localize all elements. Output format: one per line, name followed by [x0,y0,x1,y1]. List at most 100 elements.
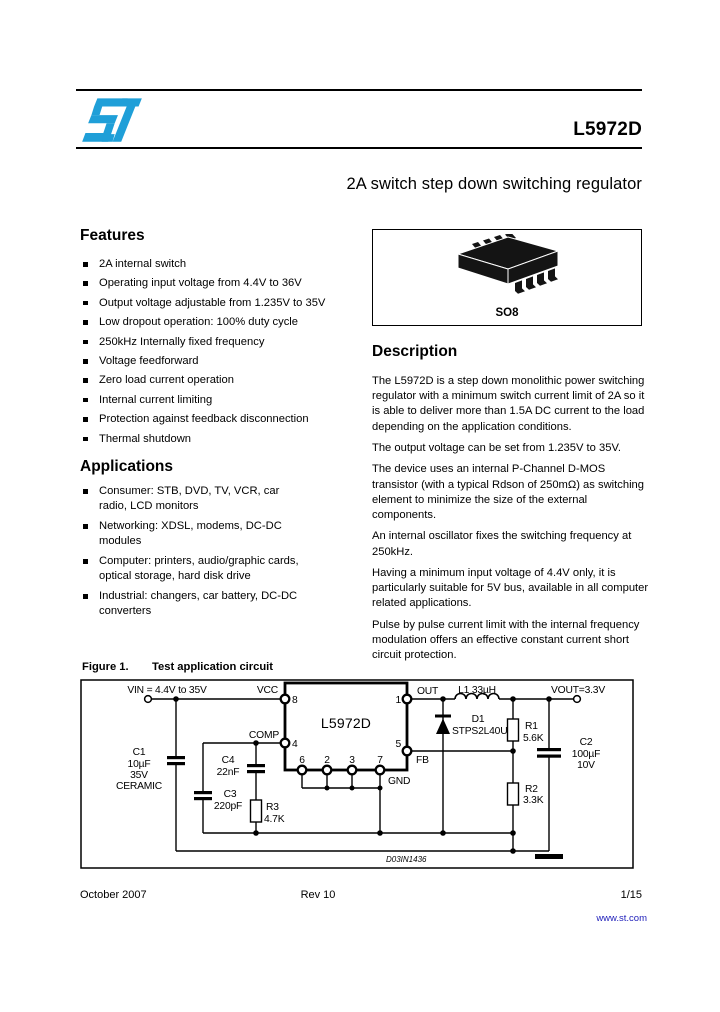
vcc-label: VCC [257,685,279,696]
feature-item: Zero load current operation [80,373,342,388]
c3-label: C3 [224,789,237,800]
features-section: Features 2A internal switch Operating in… [80,227,362,451]
footer-page-number: 1/15 [620,889,642,901]
fb-label: FB [416,755,429,766]
diode-symbol [435,714,451,734]
bullet-square-icon [83,489,88,494]
feature-item: Protection against feedback disconnectio… [80,412,342,427]
pin2-label: 2 [324,755,330,766]
description-paragraph: Pulse by pulse current limit with the in… [372,618,640,662]
features-list: 2A internal switch Operating input volta… [80,257,342,447]
feature-item: Thermal shutdown [80,432,342,447]
pin7-label: 7 [377,755,383,766]
d1-label: D1 [472,714,485,725]
description-heading: Description [372,343,458,360]
st-logo [82,98,142,142]
pin3-label: 3 [349,755,355,766]
feature-item: 250kHz Internally fixed frequency [80,335,342,350]
r3-label: R3 [266,802,279,813]
r2-value-label: 3.3K [523,795,544,806]
features-heading: Features [80,227,145,244]
pin5-label: 5 [395,739,401,750]
chip-name-label: L5972D [321,715,371,731]
chip-outline [283,681,409,772]
feature-item: Low dropout operation: 100% duty cycle [80,315,342,330]
test-application-circuit: VIN = 4.4V to 35V VCC COMP 8 4 1 5 6 2 3… [80,679,634,869]
pin4-label: 4 [292,739,298,750]
feature-item: 2A internal switch [80,257,342,272]
resistor-symbols [249,718,520,823]
c2-voltage-label: 10V [577,760,595,771]
application-item: Consumer: STB, DVD, TV, VCR, car radio, … [80,484,307,514]
so8-body [456,234,560,294]
package-name-label: SO8 [495,307,519,319]
figure-frame [80,679,634,869]
c1-value-label: 10µF [128,759,151,770]
c1-label: C1 [133,747,146,758]
c2-value-label: 100µF [572,749,600,760]
bullet-square-icon [83,358,88,364]
header-rule-top [76,89,642,91]
description-paragraph: Having a minimum input voltage of 4.4V o… [372,566,649,610]
c4-value-label: 22nF [217,767,240,778]
document-subtitle: 2A switch step down switching regulator [346,175,642,193]
feature-item: Internal current limiting [80,393,342,408]
description-paragraph: An internal oscillator fixes the switchi… [372,530,632,558]
pin8-label: 8 [292,695,298,706]
applications-heading: Applications [80,458,174,475]
feature-item: Output voltage adjustable from 1.235V to… [80,296,342,311]
bullet-square-icon [83,320,88,325]
website-link[interactable]: www.st.com [596,913,647,924]
gnd-label: GND [388,776,410,787]
ground-symbol [535,854,563,859]
d1-part-label: STPS2L40U [452,726,507,737]
description-paragraph: The device uses an internal P-Channel D-… [372,463,644,521]
r1-value-label: 5.6K [523,733,544,744]
description-section: Description The L5972D is a step down mo… [372,343,651,670]
vin-label: VIN = 4.4V to 35V [127,685,207,696]
c1-voltage-label: 35V [130,770,148,781]
footer-revision: Rev 10 [300,889,336,901]
drawing-id-label: D03IN1436 [386,855,427,864]
terminal-circles [143,694,582,704]
applications-list: Consumer: STB, DVD, TV, VCR, car radio, … [80,484,307,619]
c3-value-label: 220pF [214,801,242,812]
bullet-square-icon [83,524,88,529]
application-item: Computer: printers, audio/graphic cards,… [80,554,307,584]
figure-caption: Figure 1. Test application circuit [82,661,273,673]
so8-package-image [456,234,560,294]
bullet-square-icon [83,262,88,267]
bullet-square-icon [83,281,88,286]
page-title: L5972D [573,119,642,140]
application-item: Industrial: changers, car battery, DC-DC… [80,589,307,619]
pin6-label: 6 [299,755,305,766]
feature-item: Voltage feedforward [80,354,342,369]
comp-label: COMP [249,730,279,741]
l1-label: L1 33µH [458,685,496,696]
st-logo-glyphs [82,98,142,142]
footer-date: October 2007 [80,889,147,901]
circuit-labels: VIN = 4.4V to 35V VCC COMP 8 4 1 5 6 2 3… [116,685,606,864]
description-paragraph: The L5972D is a step down monolithic pow… [372,375,645,433]
junction-dots [173,696,552,854]
bullet-square-icon [83,378,88,383]
out-label: OUT [417,686,439,697]
applications-section: Applications Consumer: STB, DVD, TV, VCR… [80,458,362,624]
figure-title: Test application circuit [152,661,274,673]
vout-label: VOUT=3.3V [551,685,605,696]
bullet-square-icon [83,300,88,306]
inductor-symbol [454,692,500,700]
r3-value-label: 4.7K [264,814,285,825]
bullet-square-icon [83,339,88,345]
bullet-square-icon [83,436,88,442]
bullet-square-icon [83,417,88,422]
pin-circles [279,693,413,776]
description-paragraph: The output voltage can be set from 1.235… [372,442,621,454]
pin1-label: 1 [395,695,401,706]
figure-number: Figure 1. [82,661,129,673]
c4-label: C4 [222,755,235,766]
header-rule-bottom [76,147,642,149]
bullet-square-icon [83,594,88,599]
r2-label: R2 [525,784,538,795]
